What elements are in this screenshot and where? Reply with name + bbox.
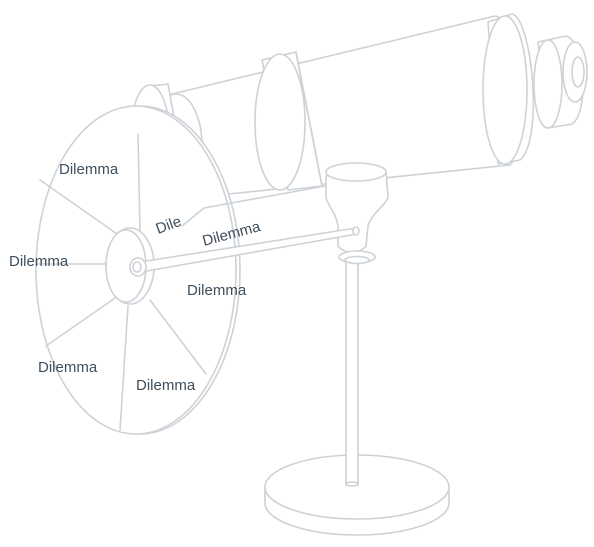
- wheel-label-5: Dilemma: [187, 282, 247, 299]
- wheel-label-4: Dilemma: [9, 253, 69, 270]
- wheel-label-6: Dilemma: [38, 359, 98, 376]
- wheel-label-7: Dilemma: [136, 377, 196, 394]
- wheel-label-1: Dilemma: [59, 161, 119, 178]
- stand-mount: [326, 163, 388, 264]
- stand-pole: [346, 255, 358, 486]
